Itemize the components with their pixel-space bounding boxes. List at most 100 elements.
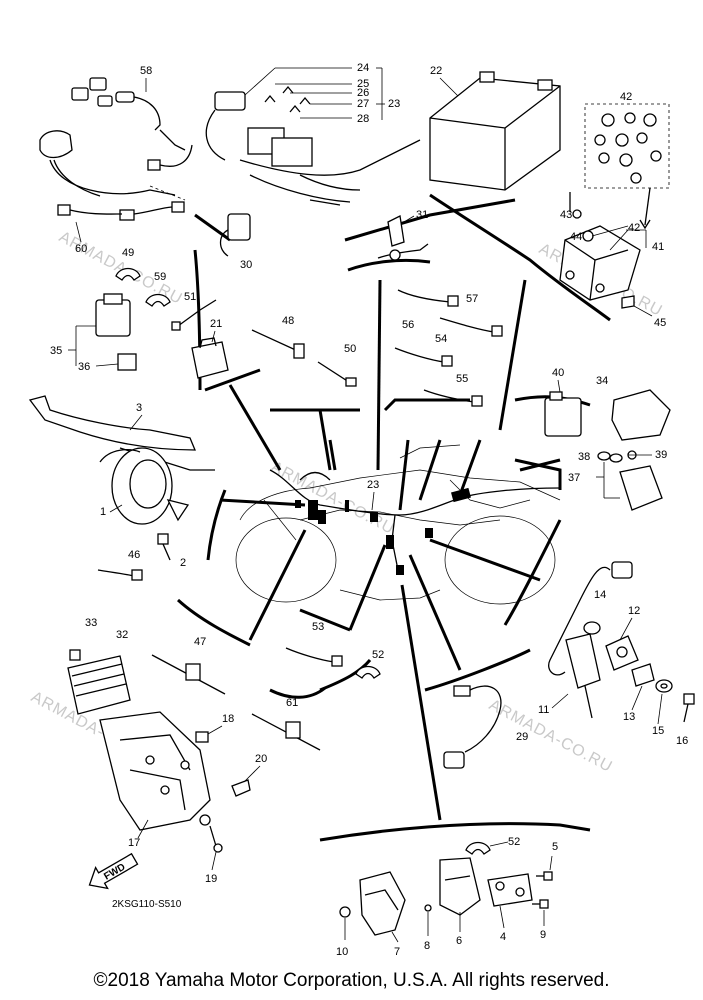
part-number: 53: [312, 621, 324, 633]
part-number: 35: [50, 345, 62, 357]
horn-1: [99, 447, 190, 525]
part-number: 45: [654, 317, 666, 329]
part-number: 41: [652, 241, 664, 253]
part-number: 40: [552, 367, 564, 379]
part-number: 46: [128, 549, 140, 561]
regulator-labels: [591, 225, 653, 317]
coupler-35: [95, 293, 137, 371]
sub-harness-60: [39, 130, 186, 221]
main-harness: [269, 469, 561, 575]
section-dividers: [176, 193, 611, 842]
part-number: 16: [676, 735, 688, 747]
washer-15: [655, 679, 673, 693]
part-42-set: [584, 103, 670, 230]
watermark: ARMADA-CO.RU: [486, 697, 615, 776]
label-20: [231, 779, 251, 797]
part-number: 28: [357, 113, 369, 125]
part-number: 48: [282, 315, 294, 327]
leader-lines: [194, 198, 562, 821]
part-number: 50: [344, 343, 356, 355]
holder-59: [145, 293, 171, 307]
part-number: 56: [402, 319, 414, 331]
holder-21: [191, 337, 229, 379]
part-number: 51: [184, 291, 196, 303]
part-number: 36: [78, 361, 90, 373]
clamp-31: [377, 215, 429, 261]
grommet-13: [631, 663, 655, 687]
battery: [429, 71, 561, 191]
cap-14: [583, 621, 601, 635]
band-47: [151, 654, 226, 695]
band-61: [251, 713, 321, 751]
band-48: [251, 329, 305, 359]
band-46: [97, 569, 143, 581]
part-number: 59: [154, 271, 166, 283]
part-number: 44: [570, 231, 582, 243]
part-number: 42: [620, 91, 632, 103]
clip-52: [355, 665, 381, 679]
part-number: 10: [336, 946, 348, 958]
bolt-2: [157, 533, 171, 561]
fuse-box: [205, 85, 421, 206]
relay-30: [219, 213, 251, 257]
part-number: 13: [623, 711, 635, 723]
relay-40: [544, 391, 582, 437]
part-number: 14: [594, 589, 606, 601]
part-number: 15: [652, 725, 664, 737]
part-number: 20: [255, 753, 267, 765]
band-53: [285, 647, 343, 667]
part-number: 21: [210, 318, 222, 330]
part-number: 5: [552, 841, 558, 853]
part-number: 34: [596, 375, 608, 387]
sub-harness-58: [71, 77, 193, 171]
part-number: 23: [367, 479, 379, 491]
part-number: 47: [194, 636, 206, 648]
band-50: [317, 361, 357, 387]
part-number: 49: [122, 247, 134, 259]
part-number: 12: [628, 605, 640, 617]
part-number: 54: [435, 333, 447, 345]
part-number: 60: [75, 243, 87, 255]
ignition-coil-11: [548, 561, 633, 719]
part-number: 30: [240, 259, 252, 271]
part-number: 33: [85, 617, 97, 629]
part-number: 38: [578, 451, 590, 463]
part-number: 17: [128, 837, 140, 849]
part-number: 27: [357, 98, 369, 110]
diagram-code: 2KSG110-S510: [112, 899, 182, 910]
part-number: 18: [222, 713, 234, 725]
bracket-12: [605, 635, 639, 671]
part-number: 23: [388, 98, 400, 110]
part-number: 2: [180, 557, 186, 569]
part-number: 8: [424, 940, 430, 952]
fwd-arrow-icon: [88, 852, 139, 890]
part-number: 25: [357, 78, 369, 90]
part-number: 26: [357, 87, 369, 99]
bracket-17: [99, 711, 223, 853]
sensor-lead-29: [443, 685, 502, 769]
part-number: 37: [568, 472, 580, 484]
part-number: 7: [394, 946, 400, 958]
part-number: 11: [538, 704, 549, 716]
part-number: 57: [466, 293, 478, 305]
part-number: 6: [456, 935, 462, 947]
relay-34: [611, 389, 671, 441]
rectifier-32: [67, 649, 131, 715]
clip-18: [195, 731, 209, 743]
bands-center-right: [394, 289, 503, 407]
starter-relay-labels: [596, 454, 652, 499]
band-51: [171, 299, 217, 331]
bolt-16: [683, 693, 695, 723]
part-number: 9: [540, 929, 546, 941]
copyright-notice: ©2018 Yamaha Motor Corporation, U.S.A. A…: [93, 970, 610, 991]
part-number: 32: [116, 629, 128, 641]
bottom-assembly: [339, 841, 553, 936]
part-number: 39: [655, 449, 667, 461]
fuse-box-labels: [244, 67, 385, 120]
part-number: 4: [500, 931, 506, 943]
part-number: 22: [430, 65, 442, 77]
part-number: 1: [100, 506, 106, 518]
part-number: 52: [508, 836, 520, 848]
part-number: 43: [560, 209, 572, 221]
